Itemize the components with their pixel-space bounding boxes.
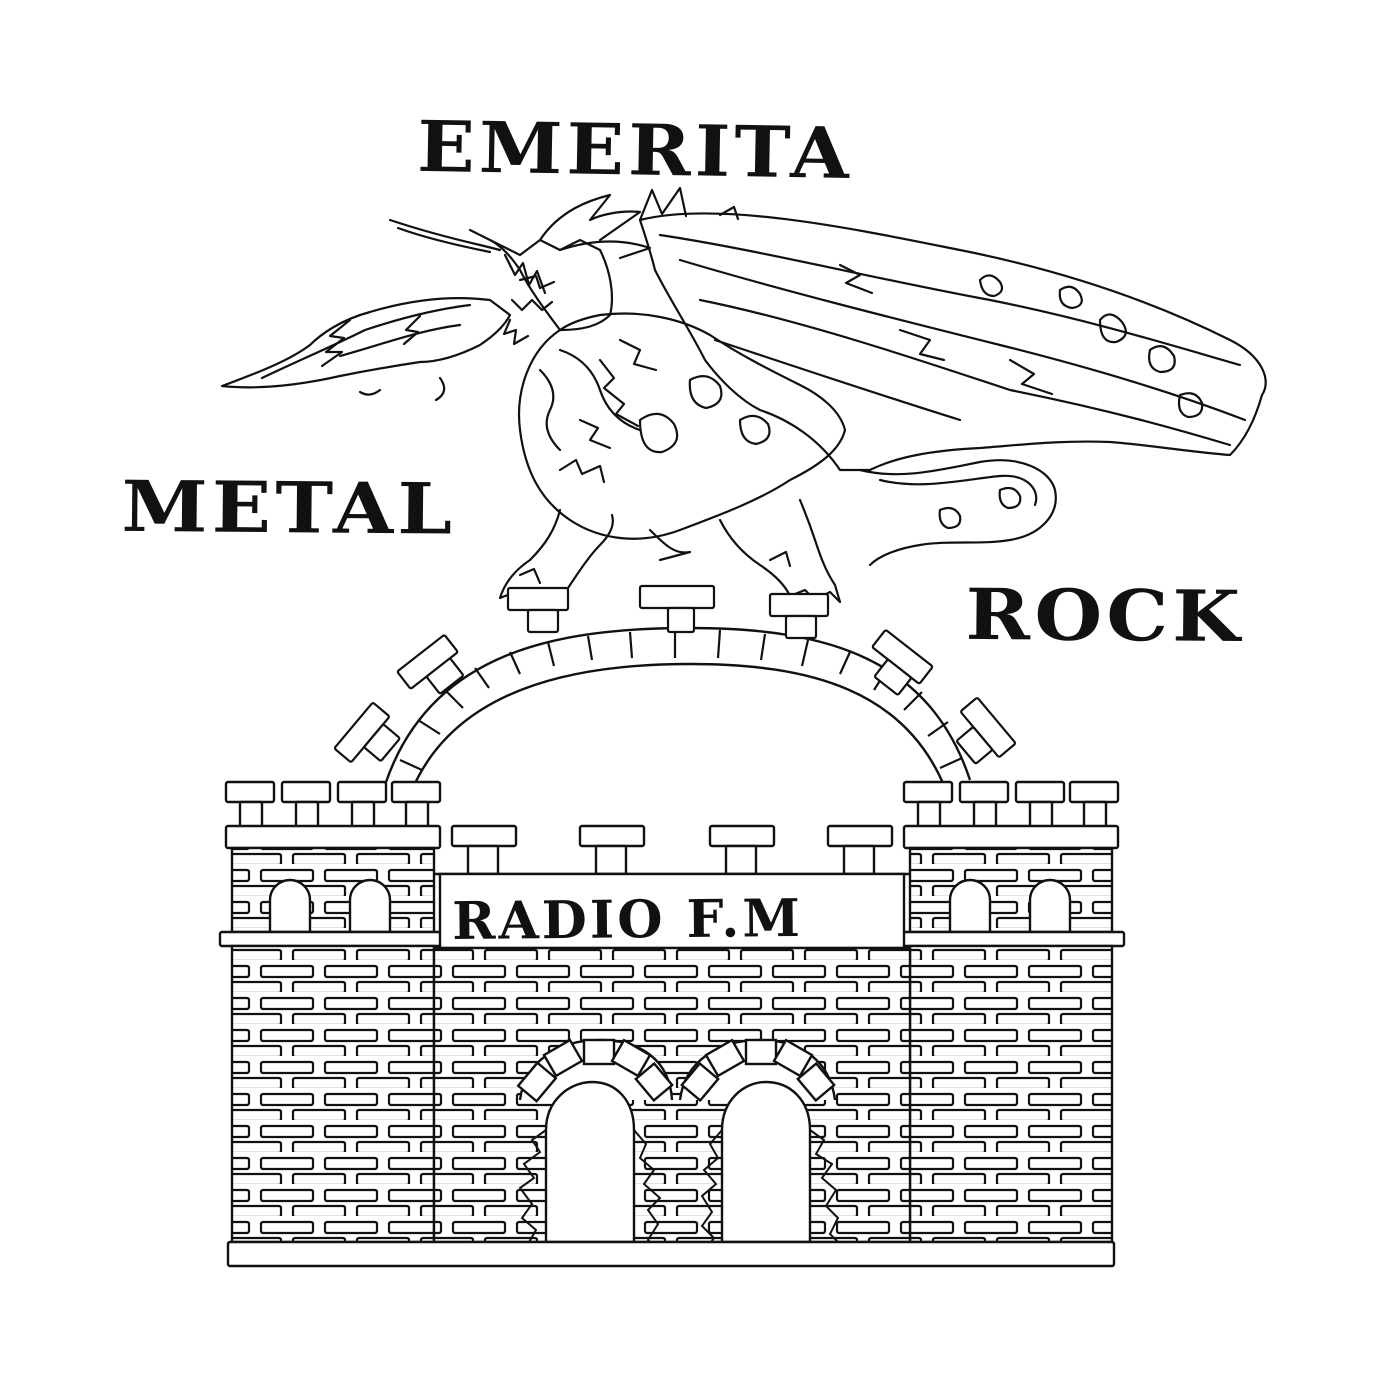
right-tower-lower [908,944,1114,1244]
left-tower-lower [230,944,436,1244]
left-tower-battlements [224,780,442,850]
dragon-body [518,312,847,540]
dragon-fire [220,296,512,389]
right-tower-upper [908,846,1114,934]
tower-windows [268,878,1072,934]
arch-merlon-stones [333,584,1017,765]
gate-arch-stones [516,1038,837,1103]
gate-jagged-edges [518,1129,843,1253]
dragon-icon [220,186,1267,604]
dragon-wing [638,212,1267,472]
castle-gate [218,780,1126,1268]
gate-openings [544,1080,812,1244]
dragon-front-leg [498,508,614,602]
logo-word-right: ROCK [965,574,1245,659]
logo-banner-text: RADIO F.M [451,887,804,952]
banner-plate [438,872,906,950]
castle-base [226,1240,1116,1268]
logo-word-left: METAL [121,466,457,551]
logo-word-top: EMERITA [416,106,854,196]
left-tower-upper [230,846,436,934]
castle-arch [333,584,1017,791]
dragon-hind-leg [718,498,842,604]
dragon-tail [858,459,1057,567]
right-tower-battlements [902,780,1120,850]
center-wall-battlements [450,824,894,876]
